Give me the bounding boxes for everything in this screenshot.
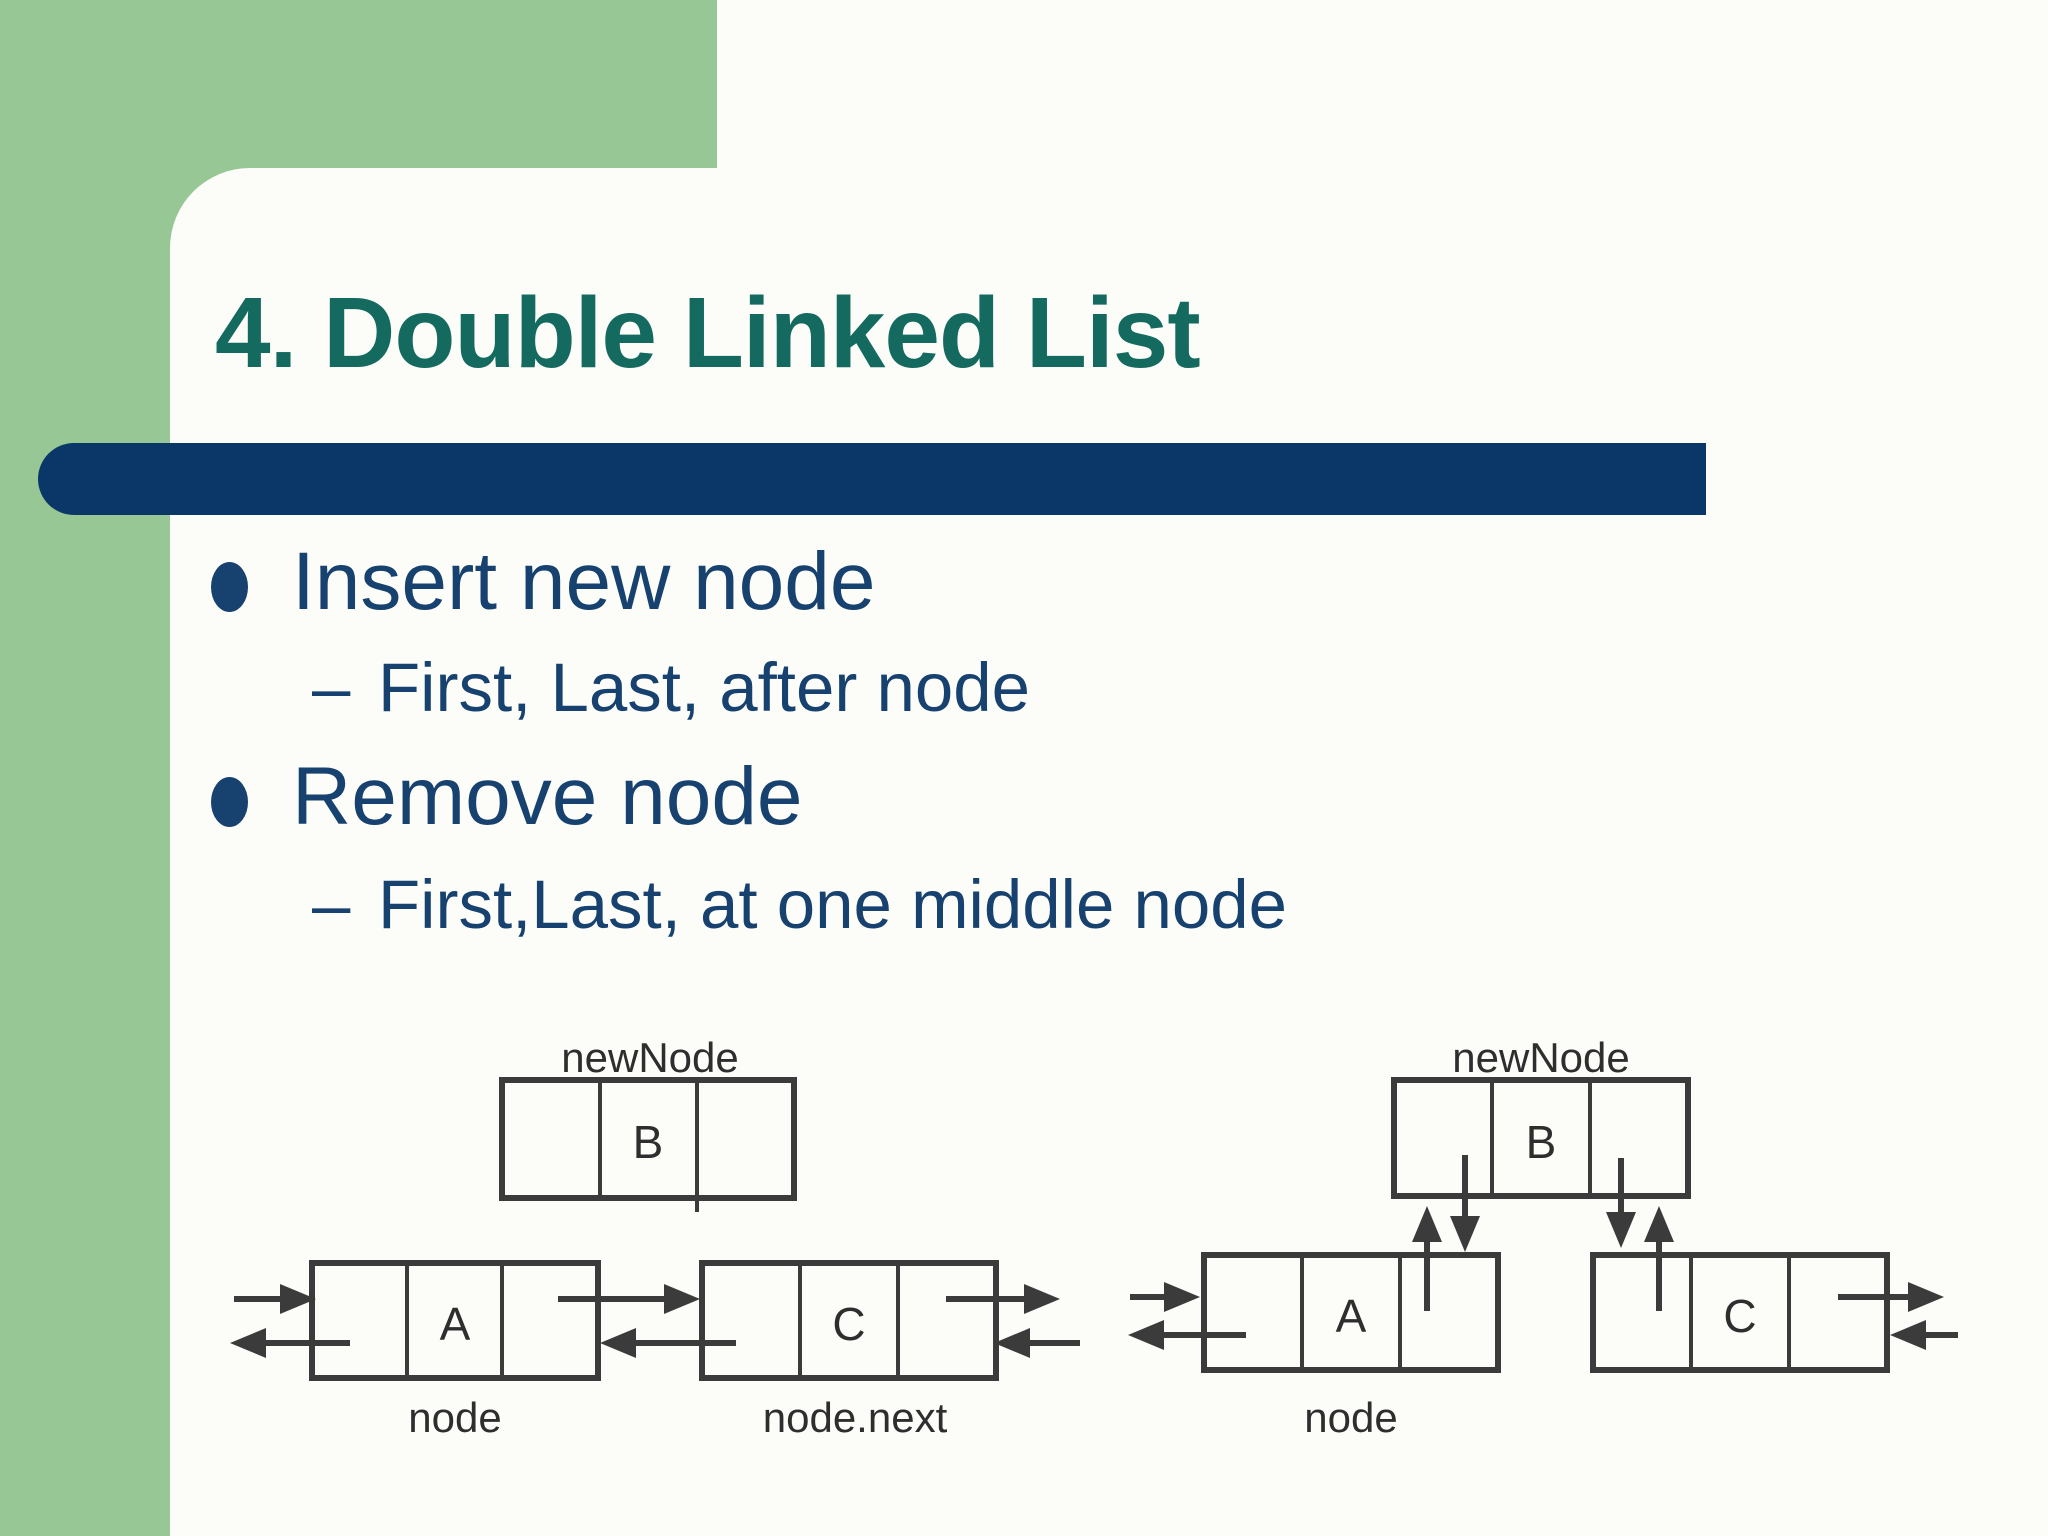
cell-value-c: C	[1723, 1290, 1756, 1342]
node-next-label: node.next	[763, 1394, 948, 1441]
sub-bullet-dash: –	[312, 866, 351, 943]
cell-value-b: B	[633, 1116, 664, 1168]
bullet-item: Remove node	[292, 751, 803, 842]
diagram-after: newNode B A C node	[1128, 1034, 1958, 1441]
newnode-label: newNode	[561, 1034, 738, 1081]
node-label: node	[1304, 1394, 1397, 1441]
page-title: 4. Double Linked List	[215, 277, 1201, 389]
cell-value-c: C	[832, 1298, 865, 1350]
sub-bullet-text: First,Last, at one middle node	[378, 866, 1287, 943]
sub-bullet-item: –First,Last, at one middle node	[312, 870, 1287, 939]
sub-bullet-dash: –	[312, 649, 351, 726]
cell-value-a: A	[1336, 1290, 1367, 1342]
sub-bullet-text: First, Last, after node	[378, 649, 1030, 726]
background-top-right	[717, 0, 2048, 170]
content-panel	[170, 168, 2048, 1536]
bullet-dot	[211, 562, 248, 612]
sub-bullet-item: –First, Last, after node	[312, 653, 1030, 722]
cell-value-a: A	[440, 1298, 471, 1350]
diagram-before: newNode B A C node node.next	[230, 1034, 1080, 1441]
bullet-item: Insert new node	[292, 536, 876, 627]
cell-value-b: B	[1526, 1116, 1557, 1168]
node-label: node	[408, 1394, 501, 1441]
title-accent-bar	[38, 443, 1706, 515]
newnode-label: newNode	[1452, 1034, 1629, 1081]
bullet-dot	[211, 777, 248, 827]
